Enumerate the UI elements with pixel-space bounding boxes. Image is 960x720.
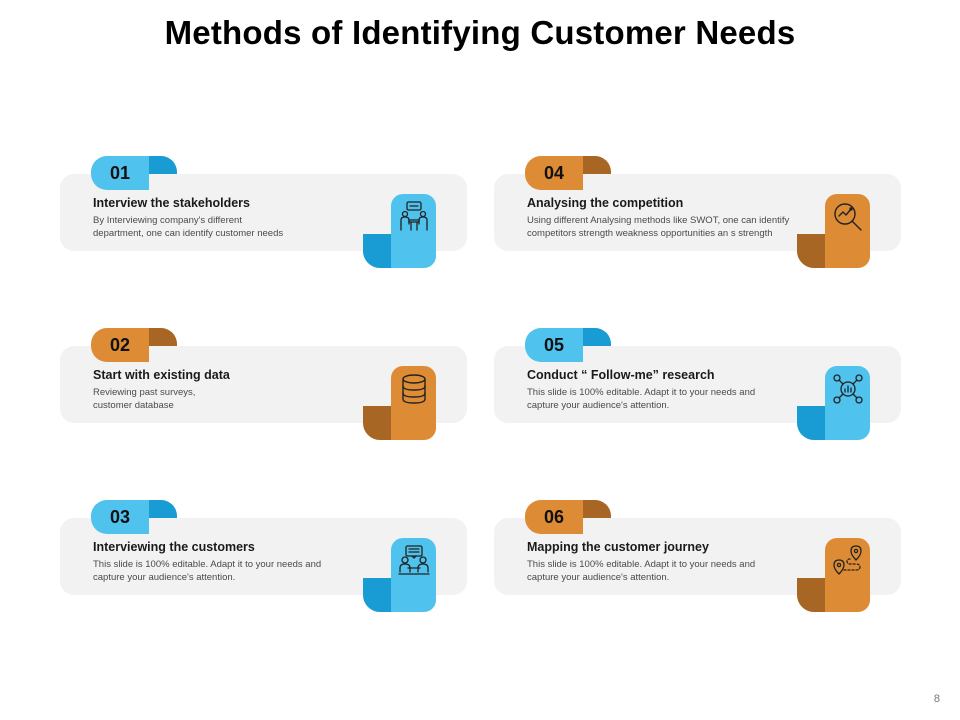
card-description-line: This slide is 100% editable. Adapt it to…	[527, 387, 756, 398]
card-description-line: Using different Analysing methods like S…	[527, 215, 790, 226]
card-description: This slide is 100% editable. Adapt it to…	[93, 559, 373, 584]
number-tab: 01	[91, 156, 149, 190]
journey-map-icon	[832, 545, 862, 575]
card-description-line: By Interviewing company's different	[93, 215, 242, 226]
number-tab: 02	[91, 328, 149, 362]
card-description-line: department, one can identify customer ne…	[93, 227, 284, 239]
meeting-people-icon	[399, 201, 428, 231]
method-card-02: 02 Start with existing data Reviewing pa…	[60, 328, 467, 450]
method-card-05: 05 Conduct “ Follow-me” research This sl…	[494, 328, 901, 450]
customer-interview-icon	[397, 545, 430, 575]
page-number: 8	[933, 693, 940, 705]
icon-box	[391, 366, 436, 440]
card-description-line: capture your audience's attention.	[527, 571, 670, 583]
icon-box	[825, 366, 870, 440]
database-icon	[401, 374, 426, 404]
number-tab: 03	[91, 500, 149, 534]
card-description: Reviewing past surveys, customer databas…	[93, 387, 373, 412]
method-card-06: 06 Mapping the customer journey This sli…	[494, 500, 901, 622]
icon-box	[391, 194, 436, 268]
card-description-line: competitors strength weakness opportunit…	[527, 227, 773, 239]
card-description-line: This slide is 100% editable. Adapt it to…	[527, 559, 756, 570]
card-title: Interviewing the customers	[93, 540, 255, 554]
method-card-03: 03 Interviewing the customers This slide…	[60, 500, 467, 622]
card-description-line: capture your audience's attention.	[93, 571, 236, 583]
card-description-line: Reviewing past surveys,	[93, 387, 196, 398]
card-description: Using different Analysing methods like S…	[527, 215, 827, 240]
card-description: This slide is 100% editable. Adapt it to…	[527, 387, 807, 412]
magnifier-analysis-icon	[833, 203, 862, 231]
method-card-04: 04 Analysing the competition Using diffe…	[494, 156, 901, 278]
number-tab: 06	[525, 500, 583, 534]
card-description: By Interviewing company's different depa…	[93, 215, 373, 240]
card-title: Conduct “ Follow-me” research	[527, 368, 715, 382]
card-description-line: capture your audience's attention.	[527, 399, 670, 411]
number-tab: 05	[525, 328, 583, 362]
research-network-icon	[832, 374, 863, 404]
card-title: Analysing the competition	[527, 196, 684, 210]
card-title: Mapping the customer journey	[527, 540, 709, 554]
card-description-line: This slide is 100% editable. Adapt it to…	[93, 559, 322, 570]
number-tab: 04	[525, 156, 583, 190]
icon-box	[825, 194, 870, 268]
icon-box	[825, 538, 870, 612]
icon-box	[391, 538, 436, 612]
method-card-01: 01 Interview the stakeholders By Intervi…	[60, 156, 467, 278]
card-description: This slide is 100% editable. Adapt it to…	[527, 559, 807, 584]
slide-title: Methods of Identifying Customer Needs	[164, 14, 796, 51]
card-title: Interview the stakeholders	[93, 196, 251, 210]
card-title: Start with existing data	[93, 368, 230, 382]
card-description-line: customer database	[93, 399, 174, 411]
